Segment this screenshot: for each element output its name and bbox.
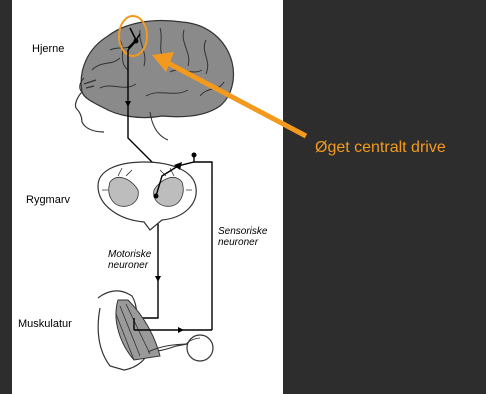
brain-label: Hjerne bbox=[32, 43, 64, 55]
sensory-label-line2: neuroner bbox=[218, 237, 267, 248]
pathway-arrow-2 bbox=[155, 276, 161, 282]
sensory-neurons-label: Sensoriske neuroner bbox=[218, 226, 267, 248]
muscles-label: Muskulatur bbox=[18, 318, 72, 330]
central-drive-callout: Øget centralt drive bbox=[315, 139, 446, 157]
motor-neurons-label: Motoriske neuroner bbox=[108, 249, 151, 271]
motor-label-line2: neuroner bbox=[108, 260, 151, 271]
motor-label-line1: Motoriske bbox=[108, 249, 151, 260]
brain-illustration bbox=[81, 21, 233, 140]
spinal-cord-illustration bbox=[98, 162, 196, 230]
spinal-cord-label: Rygmarv bbox=[26, 194, 70, 206]
sensory-label-line1: Sensoriske bbox=[218, 226, 267, 237]
muscle-arrow bbox=[178, 327, 184, 333]
sensory-branch-end bbox=[192, 153, 197, 158]
